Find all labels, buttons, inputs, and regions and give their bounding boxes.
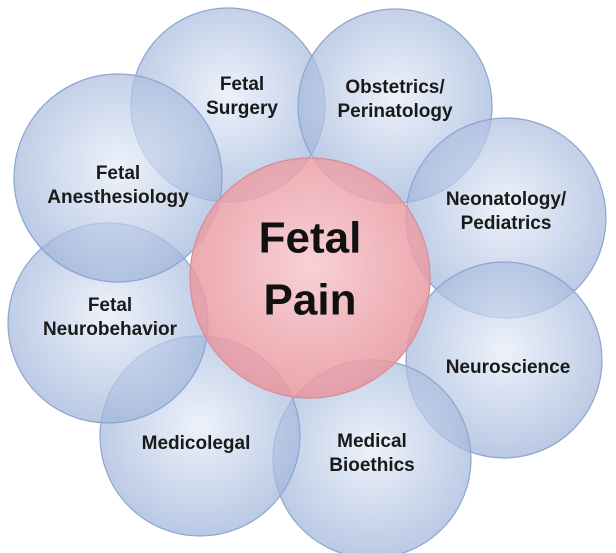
center-label-line: Pain xyxy=(264,276,357,325)
petal-label-medicolegal: Medicolegal xyxy=(142,433,251,454)
petal-label-fetal-surgery-line: Fetal xyxy=(220,74,264,95)
petal-label-neonatology-pediatrics: Neonatology/Pediatrics xyxy=(446,189,567,234)
petal-label-fetal-anesthesiology-line: Fetal xyxy=(96,163,140,184)
petal-label-fetal-anesthesiology-line: Anesthesiology xyxy=(47,187,189,208)
petal-label-medicolegal-line: Medicolegal xyxy=(142,433,251,454)
petal-layer xyxy=(7,7,607,553)
petal-label-medical-bioethics-line: Medical xyxy=(337,431,407,452)
petal-label-obstetrics-perinatology-line: Perinatology xyxy=(337,101,453,122)
petal-label-fetal-neurobehavior-line: Neurobehavior xyxy=(43,319,178,340)
petal-label-neonatology-pediatrics-line: Pediatrics xyxy=(461,213,552,234)
center-circle xyxy=(189,157,431,399)
petal-label-obstetrics-perinatology-line: Obstetrics/ xyxy=(345,77,445,98)
petal-label-fetal-surgery-line: Surgery xyxy=(206,98,278,119)
center-label-line: Fetal xyxy=(259,214,362,263)
petal-label-neuroscience-line: Neuroscience xyxy=(446,357,571,378)
petal-circle-fetal-anesthesiology xyxy=(13,73,223,283)
petal-label-medical-bioethics-line: Bioethics xyxy=(329,455,415,476)
center-layer xyxy=(189,157,431,399)
petal-label-neonatology-pediatrics-line: Neonatology/ xyxy=(446,189,567,210)
petal-label-obstetrics-perinatology: Obstetrics/Perinatology xyxy=(337,77,453,122)
petal-label-neuroscience: Neuroscience xyxy=(446,357,571,378)
petal-label-fetal-neurobehavior-line: Fetal xyxy=(88,295,132,316)
